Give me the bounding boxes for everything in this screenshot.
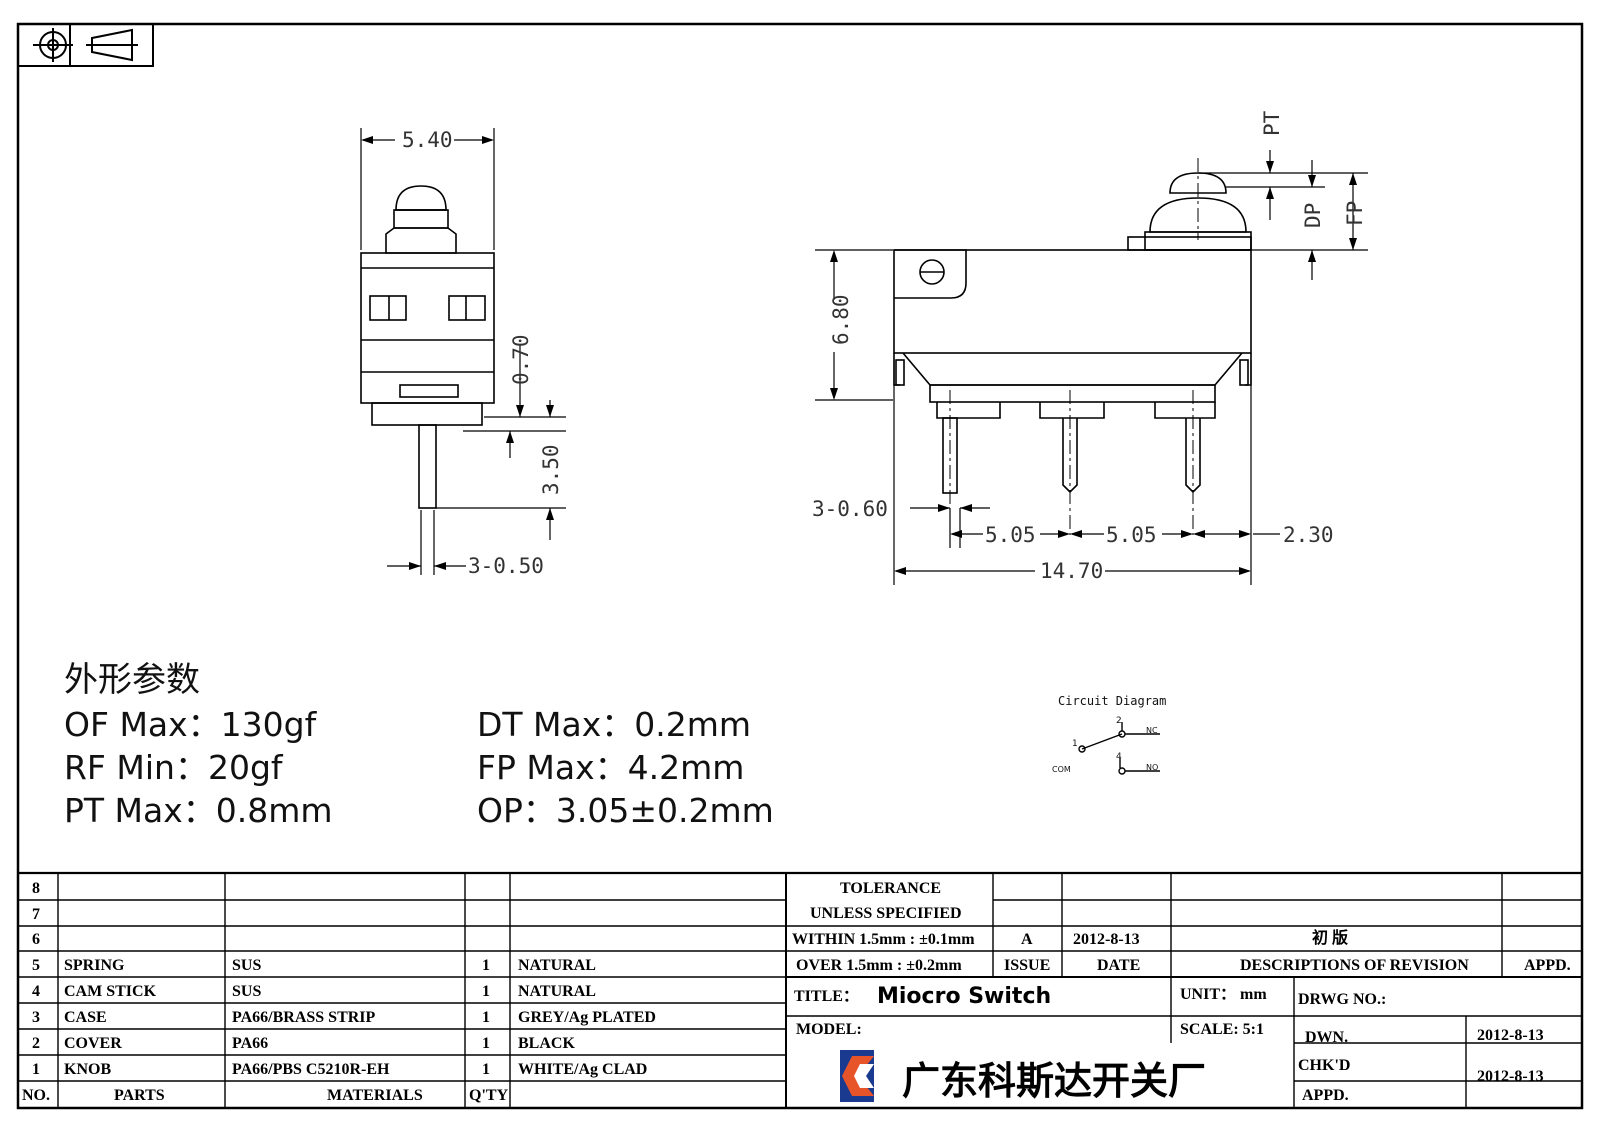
- tolerance-line2: UNLESS SPECIFIED: [810, 905, 962, 922]
- appd2-label: APPD.: [1302, 1087, 1349, 1104]
- issue-label: ISSUE: [1004, 957, 1050, 974]
- spec-rf-min: RF Min：20gf: [64, 748, 283, 787]
- bom-row: 8 7 6 5 4 3 2 1 SPRING CAM STICK CASE CO…: [32, 880, 656, 1078]
- bom-material: PA66: [232, 1035, 268, 1052]
- bom-no: 7: [32, 906, 40, 923]
- bom-part: SPRING: [64, 957, 125, 974]
- dwn-date: 2012-8-13: [1477, 1027, 1544, 1044]
- issue-value: A: [1021, 931, 1033, 948]
- circuit-pin-2: 2: [1116, 716, 1122, 726]
- tolerance-within: WITHIN 1.5mm : ±0.1mm: [792, 931, 975, 948]
- bom-finish: BLACK: [518, 1035, 575, 1052]
- spec-fp-max: FP Max：4.2mm: [477, 748, 745, 787]
- dim-fp: FP: [1343, 201, 1367, 226]
- bom-material: SUS: [232, 957, 261, 974]
- scale-label: SCALE: 5:1: [1180, 1021, 1264, 1038]
- dim-height-070: 0.70: [509, 334, 533, 385]
- bom-finish: GREY/Ag PLATED: [518, 1009, 656, 1026]
- title-block-grid: [18, 871, 1582, 1108]
- tolerance-over: OVER 1.5mm : ±0.2mm: [796, 957, 962, 974]
- bom-finish: NATURAL: [518, 957, 596, 974]
- date-value: 2012-8-13: [1073, 931, 1140, 948]
- circuit-pin-4: 4: [1116, 752, 1122, 762]
- bom-no: 1: [32, 1061, 40, 1078]
- dim-pitch-2: 5.05: [1106, 523, 1157, 547]
- circuit-title: Circuit Diagram: [1058, 694, 1166, 708]
- drwg-label: DRWG NO.:: [1298, 991, 1386, 1008]
- spec-of-max: OF Max：130gf: [64, 705, 317, 744]
- title-value: Miocro Switch: [877, 984, 1051, 1009]
- bom-part: CAM STICK: [64, 983, 157, 1000]
- sheet-border: [16, 22, 1584, 1110]
- bom-no: 5: [32, 957, 40, 974]
- side-view-dimensions: [360, 128, 566, 575]
- tolerance-line1: TOLERANCE: [840, 880, 941, 897]
- bom-qty: 1: [482, 957, 490, 974]
- unit-label: UNIT： mm: [1180, 986, 1267, 1003]
- dim-end-230: 2.30: [1283, 523, 1334, 547]
- dim-pt: PT: [1260, 110, 1284, 136]
- model-label: MODEL:: [796, 1021, 862, 1038]
- dwn-label: DWN.: [1305, 1029, 1348, 1046]
- bom-finish: WHITE/Ag CLAD: [518, 1061, 647, 1078]
- chkd-label: CHK'D: [1298, 1057, 1350, 1074]
- circuit-no: NO: [1146, 763, 1158, 772]
- front-view-dimensions: [815, 150, 1368, 585]
- dim-width-540: 5.40: [402, 128, 453, 152]
- bom-header-materials: MATERIALS: [327, 1087, 423, 1104]
- spec-heading: 外形参数: [64, 660, 200, 700]
- bom-material: PA66/PBS C5210R-EH: [232, 1061, 390, 1078]
- bom-qty: 1: [482, 1061, 490, 1078]
- bom-material: SUS: [232, 983, 261, 1000]
- bom-header-parts: PARTS: [114, 1087, 165, 1104]
- bom-qty: 1: [482, 1009, 490, 1026]
- bom-no: 4: [32, 983, 40, 1000]
- circuit-diagram: [1078, 722, 1160, 775]
- title-label: TITLE：: [794, 988, 859, 1005]
- dim-pitch-1: 5.05: [985, 523, 1036, 547]
- chkd-date: 2012-8-13: [1477, 1068, 1544, 1085]
- desc-label: DESCRIPTIONS OF REVISION: [1240, 957, 1469, 974]
- bom-material: PA66/BRASS STRIP: [232, 1009, 376, 1026]
- bom-qty: 1: [482, 983, 490, 1000]
- bom-header-no: NO.: [22, 1087, 50, 1104]
- spec-op: OP：3.05±0.2mm: [477, 791, 774, 830]
- bom-finish: NATURAL: [518, 983, 596, 1000]
- spec-dt-max: DT Max：0.2mm: [477, 705, 752, 744]
- revision-desc: 初 版: [1312, 928, 1348, 947]
- dim-dp: DP: [1301, 203, 1325, 228]
- bom-part: CASE: [64, 1009, 107, 1026]
- bom-no: 8: [32, 880, 40, 897]
- circuit-pin-1: 1: [1072, 739, 1078, 749]
- circuit-nc: NC: [1146, 726, 1158, 735]
- dim-length-1470: 14.70: [1040, 559, 1103, 583]
- company-name: 广东科斯达开关厂: [902, 1059, 1206, 1103]
- circuit-com: COM: [1052, 765, 1071, 774]
- appd-label: APPD.: [1524, 957, 1571, 974]
- date-label: DATE: [1097, 957, 1140, 974]
- bom-part: COVER: [64, 1035, 122, 1052]
- bom-part: KNOB: [64, 1061, 111, 1078]
- bom-no: 3: [32, 1009, 40, 1026]
- dim-pin-060: 3-0.60: [812, 497, 888, 521]
- spec-pt-max: PT Max：0.8mm: [64, 791, 333, 830]
- bom-qty: 1: [482, 1035, 490, 1052]
- bom-header-qty: Q'TY: [469, 1087, 509, 1104]
- company-logo: [840, 1050, 874, 1102]
- dim-pin-050: 3-0.50: [468, 554, 544, 578]
- dim-height-680: 6.80: [829, 294, 853, 345]
- dim-height-350: 3.50: [539, 444, 563, 495]
- side-view: [360, 185, 495, 509]
- front-view: [893, 172, 1252, 494]
- projection-symbol: [17, 23, 154, 67]
- bom-no: 6: [32, 931, 40, 948]
- bom-no: 2: [32, 1035, 40, 1052]
